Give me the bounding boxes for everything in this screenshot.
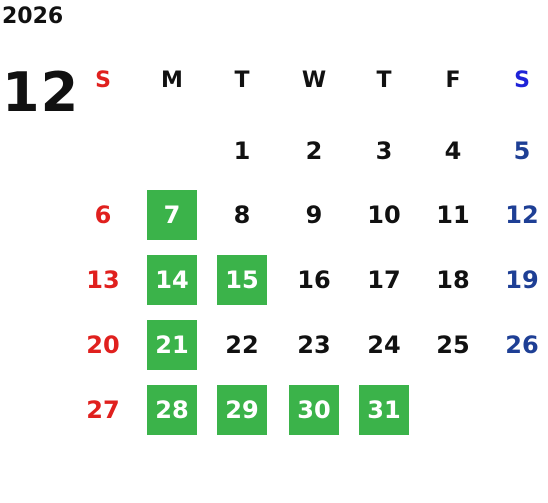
day-cell-7[interactable]: 7	[147, 190, 197, 240]
day-cell-23[interactable]: 23	[297, 331, 331, 359]
day-cell-26[interactable]: 26	[505, 331, 539, 359]
day-cell-3[interactable]: 3	[375, 137, 393, 165]
day-cell-17[interactable]: 17	[367, 266, 401, 294]
day-cell-24[interactable]: 24	[367, 331, 401, 359]
weekday-header-saturday: S	[514, 68, 530, 93]
day-cell-31[interactable]: 31	[359, 385, 409, 435]
day-cell-18[interactable]: 18	[436, 266, 470, 294]
day-cell-25[interactable]: 25	[436, 331, 470, 359]
day-cell-5[interactable]: 5	[513, 137, 531, 165]
day-cell-6[interactable]: 6	[94, 201, 112, 229]
day-cell-20[interactable]: 20	[86, 331, 120, 359]
day-cell-12[interactable]: 12	[505, 201, 539, 229]
day-cell-11[interactable]: 11	[436, 201, 470, 229]
weekday-header-sunday: S	[95, 68, 111, 93]
weekday-header-monday: M	[161, 68, 183, 93]
day-cell-30[interactable]: 30	[289, 385, 339, 435]
day-cell-22[interactable]: 22	[225, 331, 259, 359]
weekday-header-thursday: T	[376, 68, 392, 93]
day-cell-2[interactable]: 2	[305, 137, 323, 165]
day-cell-29[interactable]: 29	[217, 385, 267, 435]
weekday-header-tuesday: T	[234, 68, 250, 93]
day-cell-27[interactable]: 27	[86, 396, 120, 424]
weekday-header-wednesday: W	[301, 68, 327, 93]
weekday-header-friday: F	[445, 68, 461, 93]
day-cell-21[interactable]: 21	[147, 320, 197, 370]
day-cell-10[interactable]: 10	[367, 201, 401, 229]
year-label: 2026	[2, 4, 64, 29]
day-cell-13[interactable]: 13	[86, 266, 120, 294]
day-cell-14[interactable]: 14	[147, 255, 197, 305]
day-cell-9[interactable]: 9	[305, 201, 323, 229]
day-cell-16[interactable]: 16	[297, 266, 331, 294]
day-cell-15[interactable]: 15	[217, 255, 267, 305]
day-cell-28[interactable]: 28	[147, 385, 197, 435]
month-label: 12	[2, 61, 80, 124]
day-cell-19[interactable]: 19	[505, 266, 539, 294]
day-cell-8[interactable]: 8	[233, 201, 251, 229]
day-cell-4[interactable]: 4	[444, 137, 462, 165]
day-cell-1[interactable]: 1	[233, 137, 251, 165]
